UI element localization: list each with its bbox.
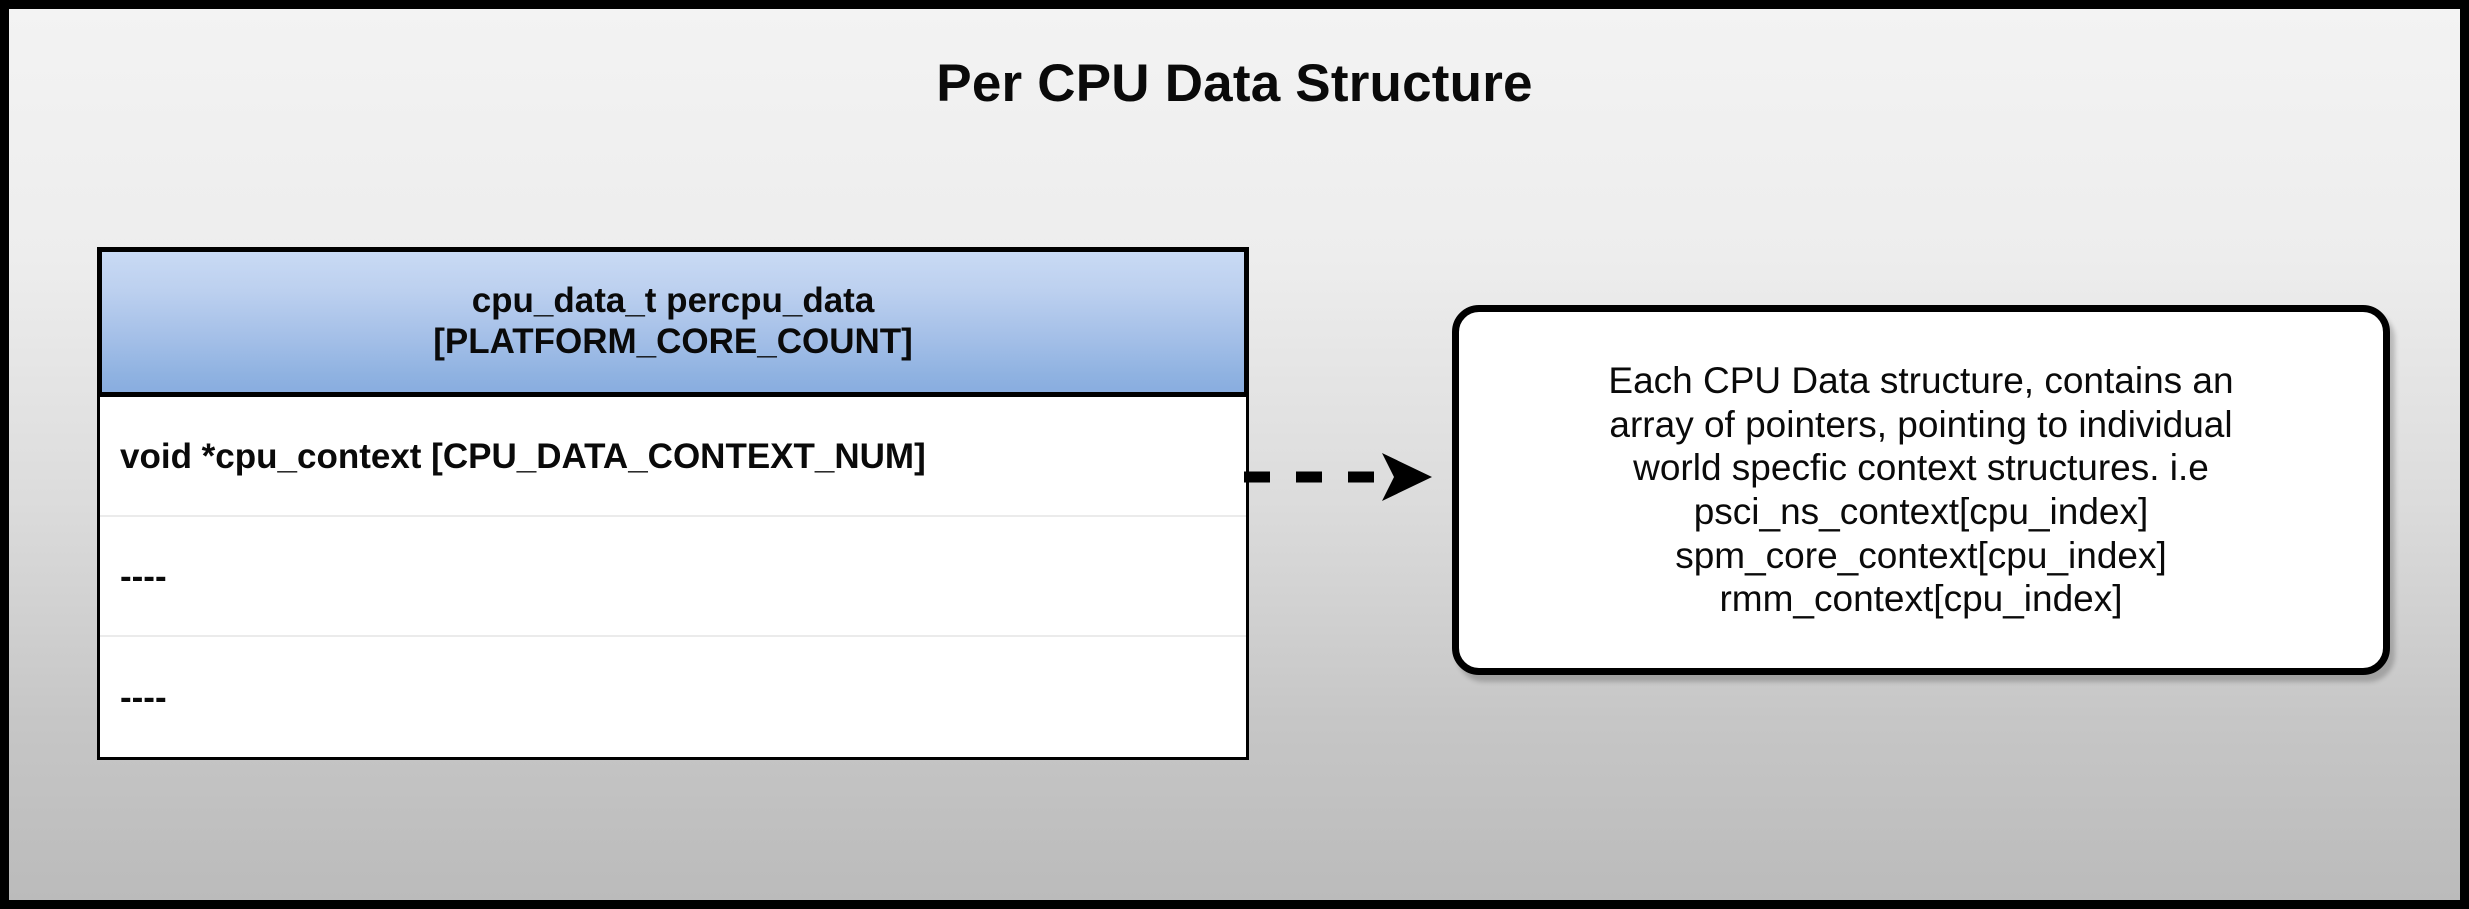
table-row-label: ---- [120,556,167,596]
struct-header-line-2: [PLATFORM_CORE_COUNT] [433,322,913,361]
note-line-2: array of pointers, pointing to individua… [1609,403,2233,445]
note-line-6: rmm_context[cpu_index] [1719,578,2123,620]
struct-header-line-1: cpu_data_t percpu_data [471,281,875,321]
dashed-arrow-icon [1244,453,1432,501]
table-row-label: void *cpu_context [CPU_DATA_CONTEXT_NUM] [120,436,926,476]
table-row-label: ---- [120,677,167,717]
table-row: void *cpu_context [CPU_DATA_CONTEXT_NUM] [100,397,1246,517]
page-title: Per CPU Data Structure [936,54,1533,113]
note-line-1: Each CPU Data structure, contains an [1608,360,2234,402]
struct-table-body: void *cpu_context [CPU_DATA_CONTEXT_NUM]… [97,397,1249,760]
table-row: ---- [100,637,1246,757]
note-callout: Each CPU Data structure, contains an arr… [1452,305,2390,675]
note-line-3: world specfic context structures. i.e [1633,447,2209,489]
arrow-head [1382,453,1432,501]
struct-table-header: cpu_data_t percpu_data [PLATFORM_CORE_CO… [97,247,1249,397]
table-row: ---- [100,517,1246,637]
note-line-5: spm_core_context[cpu_index] [1675,534,2167,576]
struct-table: cpu_data_t percpu_data [PLATFORM_CORE_CO… [97,247,1249,760]
note-line-4: psci_ns_context[cpu_index] [1693,491,2149,532]
